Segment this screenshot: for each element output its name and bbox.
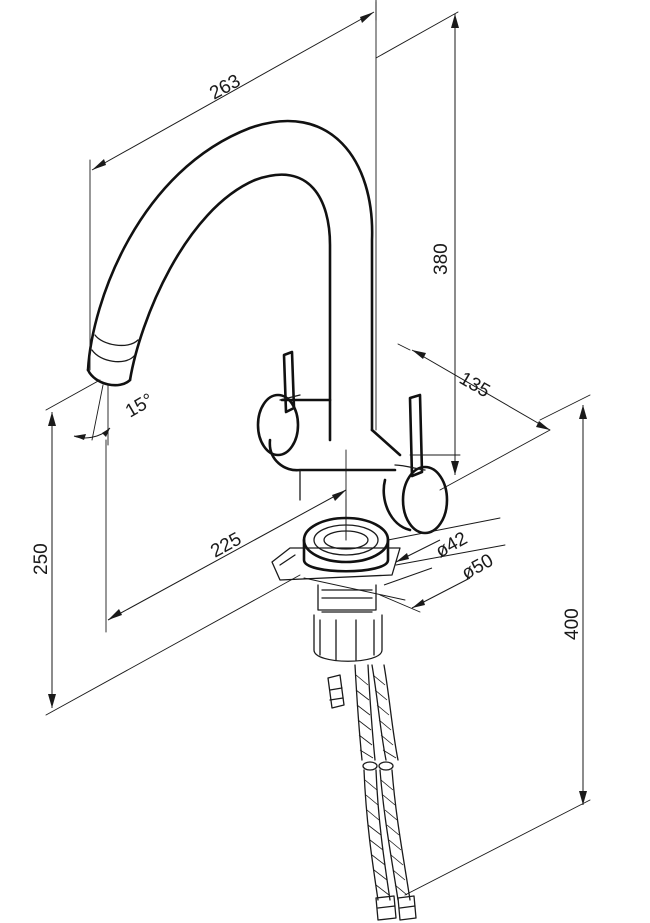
supply-hoses (327, 664, 417, 921)
dimension-label-diameter-50: ø50 (458, 550, 497, 584)
dimension-label-380: 380 (431, 243, 452, 275)
dimension-380: 380 (375, 11, 461, 475)
dimension-263: 263 (89, 1, 377, 371)
mounting-nut (313, 584, 383, 662)
dimension-250: 250 (31, 379, 301, 716)
faucet-base (271, 516, 401, 581)
dimension-label-135: 135 (456, 368, 494, 402)
dimension-label-263: 263 (206, 71, 244, 105)
faucet-body-cylinder (256, 393, 402, 501)
dimension-label-250: 250 (31, 543, 52, 575)
dimension-label-400: 400 (562, 608, 583, 640)
dimension-400: 400 (404, 394, 591, 896)
dimension-label-15-degrees: 15° (122, 390, 157, 423)
right-handle (382, 393, 449, 535)
left-handle (279, 350, 301, 414)
faucet-spout (86, 119, 374, 442)
dimension-15-degrees: 15° (73, 384, 157, 446)
dimension-label-225: 225 (207, 529, 245, 563)
